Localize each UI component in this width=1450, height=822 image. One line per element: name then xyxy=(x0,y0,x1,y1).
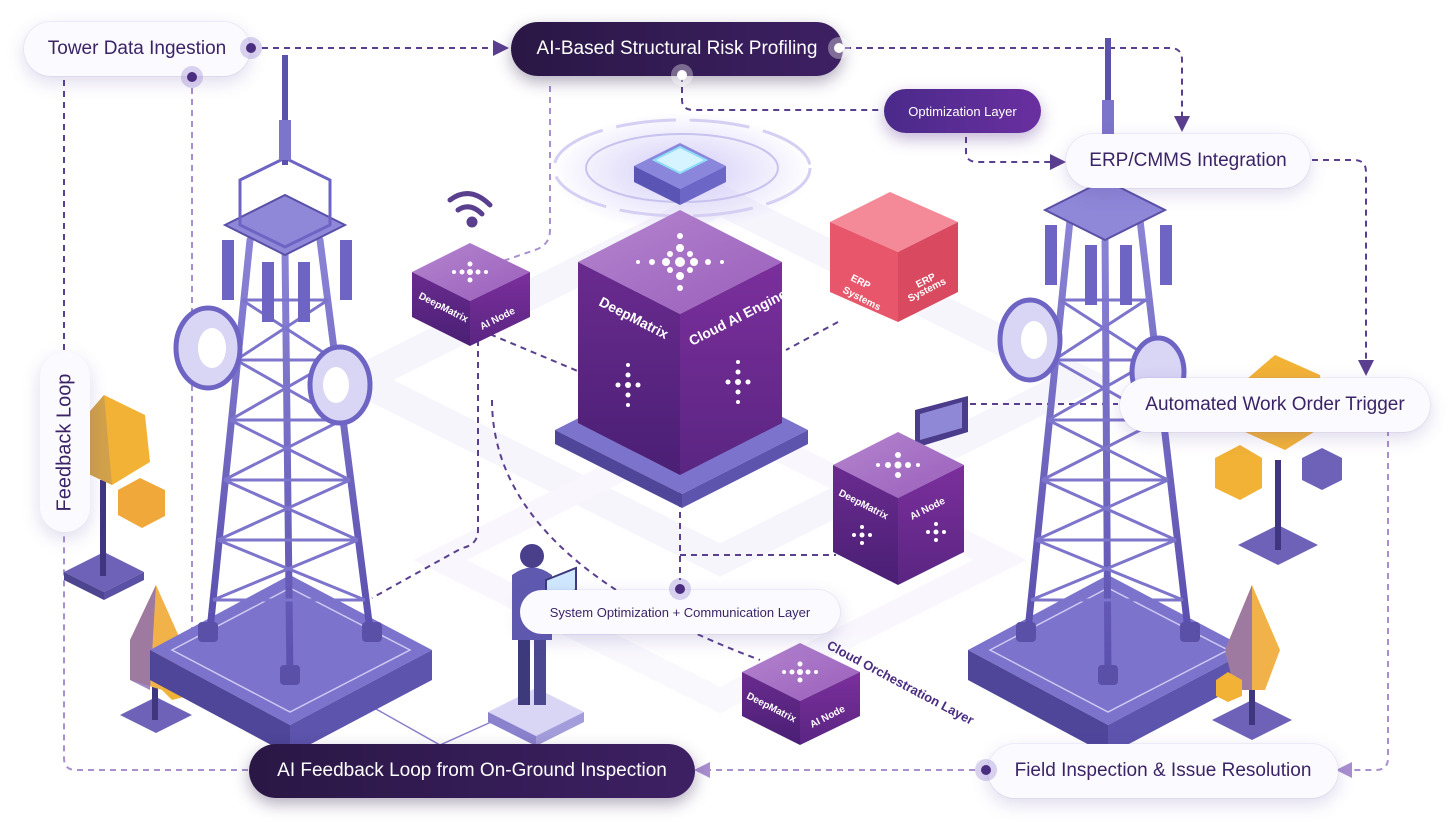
field-inspection-label: Field Inspection & Issue Resolution xyxy=(1014,760,1312,781)
chip-icon xyxy=(634,143,726,205)
inspector-person xyxy=(488,544,584,746)
connector-profiling-to-optimization xyxy=(681,76,880,111)
ai-risk-profiling-label: AI-Based Structural Risk Profiling xyxy=(536,38,818,59)
connector-node-to-engine xyxy=(479,329,581,373)
node-field-inspection[interactable]: Field Inspection & Issue Resolution xyxy=(988,744,1338,798)
node-system-optimization[interactable]: System Optimization + Communication Laye… xyxy=(520,590,840,634)
feedback-loop-label: Feedback Loop xyxy=(53,373,76,511)
system-optimization-label: System Optimization + Communication Laye… xyxy=(549,604,811,620)
connector-node-to-tower xyxy=(371,340,479,599)
right-tower xyxy=(968,38,1250,755)
left-tower xyxy=(150,55,432,755)
profiling-bottom-port xyxy=(671,64,693,86)
erp-cmms-integration-label: ERP/CMMS Integration xyxy=(1089,150,1287,171)
ai-node-right: DeepMatrix AI Node xyxy=(833,432,964,585)
cloud-ai-engine: DeepMatrix Cloud AI Engine xyxy=(552,112,812,508)
connector-workorder-to-field xyxy=(1336,430,1389,778)
tower-data-ingestion-label: Tower Data Ingestion xyxy=(47,38,227,59)
ai-feedback-loop-label: AI Feedback Loop from On-Ground Inspecti… xyxy=(277,760,667,781)
connector-optimization-to-erp xyxy=(965,126,1066,170)
field-left-port xyxy=(975,759,997,781)
automated-work-order-label: Automated Work Order Trigger xyxy=(1145,394,1405,415)
sysopt-top-port xyxy=(669,578,691,600)
ingestion-right-port xyxy=(240,37,262,59)
node-ai-feedback-loop[interactable]: AI Feedback Loop from On-Ground Inspecti… xyxy=(249,744,695,798)
node-tower-data-ingestion[interactable]: Tower Data Ingestion xyxy=(24,22,250,76)
node-ai-risk-profiling[interactable]: AI-Based Structural Risk Profiling xyxy=(511,22,843,76)
connector-erp-to-workorder xyxy=(1312,159,1374,376)
optimization-layer-label: Optimization Layer xyxy=(908,103,1017,119)
ingestion-bottom-port xyxy=(181,66,203,88)
profiling-right-port xyxy=(828,37,850,59)
connector-erp-to-engine xyxy=(785,321,839,351)
connector-profiling-to-erp xyxy=(845,47,1190,132)
node-feedback-loop[interactable]: Feedback Loop xyxy=(40,352,90,532)
node-optimization-layer[interactable]: Optimization Layer xyxy=(884,89,1041,133)
wifi-icon xyxy=(447,191,493,228)
node-erp-cmms-integration[interactable]: ERP/CMMS Integration xyxy=(1066,134,1310,188)
ai-node-top: DeepMatrix AI Node xyxy=(412,191,530,346)
connector-profiling-to-node xyxy=(499,86,551,263)
monitor-icon xyxy=(915,396,968,448)
connector-feedback-to-left xyxy=(63,535,248,771)
node-automated-work-order[interactable]: Automated Work Order Trigger xyxy=(1120,378,1430,432)
